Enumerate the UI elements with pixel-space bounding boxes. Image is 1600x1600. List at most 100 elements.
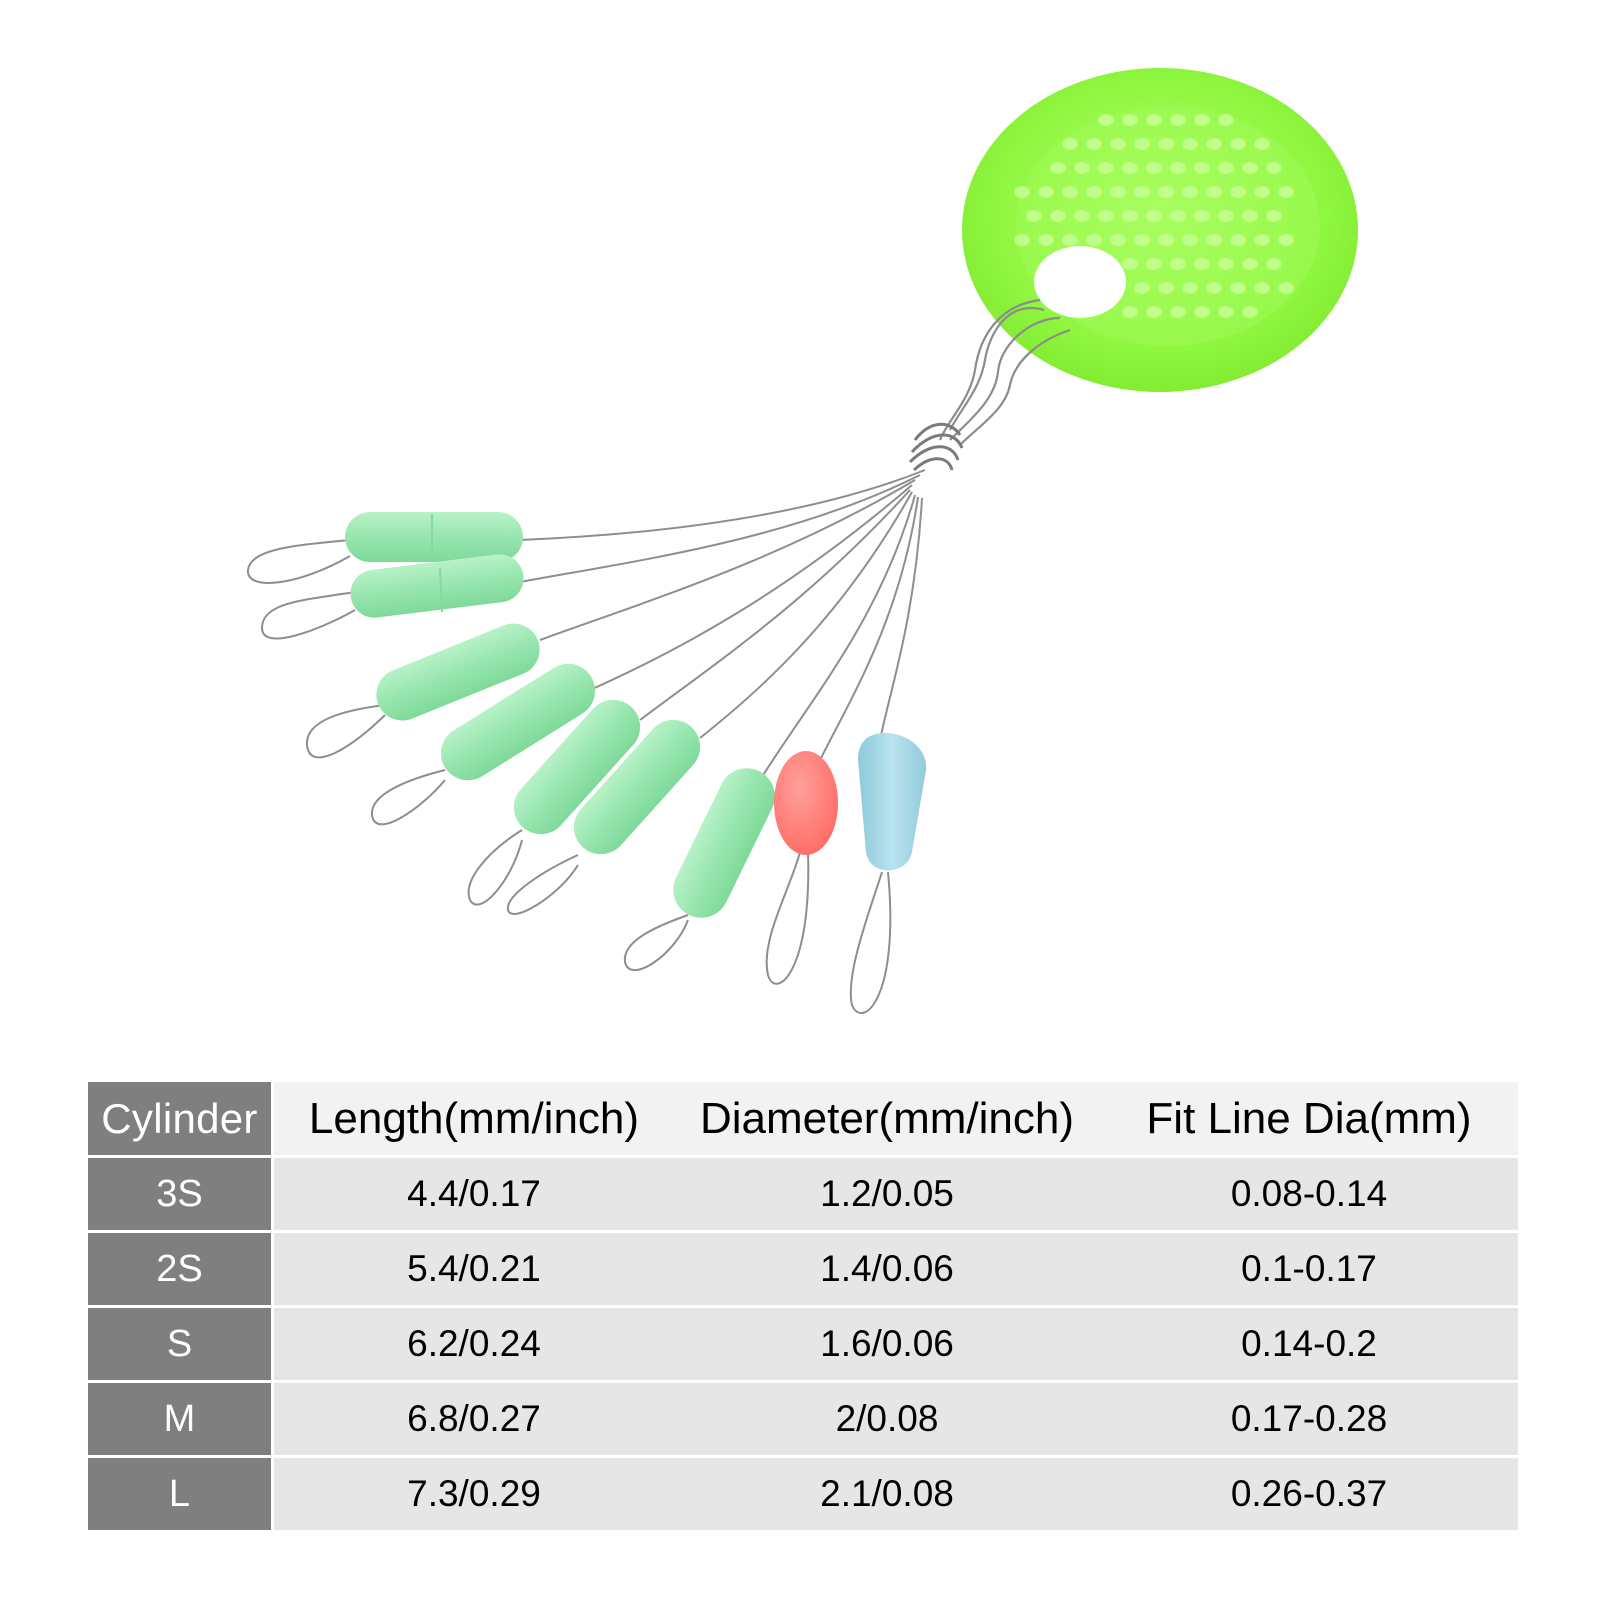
disc-dot [1218, 258, 1234, 270]
length-cell: 6.2/0.24 [274, 1308, 674, 1383]
length-cell: 7.3/0.29 [274, 1458, 674, 1530]
disc-dot [1086, 234, 1102, 246]
column-header-diameter: Diameter(mm/inch) [674, 1082, 1100, 1158]
disc-dot [1278, 186, 1294, 198]
disc-dot [1158, 186, 1174, 198]
disc-dot [1230, 138, 1246, 150]
diameter-cell: 2/0.08 [674, 1383, 1100, 1458]
disc-dot [1230, 186, 1246, 198]
wire-twist [908, 422, 964, 472]
fit-line-dia-cell: 0.26-0.37 [1100, 1458, 1518, 1530]
disc-dot [1074, 162, 1090, 174]
disc-dot [1242, 306, 1258, 318]
length-cell: 4.4/0.17 [274, 1158, 674, 1233]
disc-dot [1110, 138, 1126, 150]
disc-dot [1158, 282, 1174, 294]
disc-dot [1194, 162, 1210, 174]
diameter-cell: 1.6/0.06 [674, 1308, 1100, 1383]
holder-disc [962, 68, 1358, 392]
disc-dot [1122, 258, 1138, 270]
disc-dot [1182, 138, 1198, 150]
diameter-cell: 1.4/0.06 [674, 1233, 1100, 1308]
disc-dot [1218, 210, 1234, 222]
disc-dot [1266, 258, 1282, 270]
product-photo [246, 68, 1358, 1015]
disc-dot [1134, 138, 1150, 150]
disc-dot [1206, 138, 1222, 150]
disc-dot [1050, 162, 1066, 174]
disc-dot [1194, 210, 1210, 222]
disc-dot [1254, 138, 1270, 150]
row-size-label: M [88, 1383, 274, 1458]
disc-dot [1254, 282, 1270, 294]
disc-dot [1242, 210, 1258, 222]
disc-dot [1242, 258, 1258, 270]
disc-dot [1230, 234, 1246, 246]
disc-dot [1098, 114, 1114, 126]
disc-dot [1158, 234, 1174, 246]
column-header-cylinder: Cylinder [88, 1082, 274, 1158]
specification-table: Cylinder Length(mm/inch) Diameter(mm/inc… [88, 1082, 1518, 1530]
disc-dot [1038, 234, 1054, 246]
disc-dot [1170, 306, 1186, 318]
diameter-cell: 1.2/0.05 [674, 1158, 1100, 1233]
stopper-3s-b [260, 554, 524, 640]
disc-dot [1134, 282, 1150, 294]
disc-dot [1026, 210, 1042, 222]
stopper-m-a [467, 699, 641, 906]
disc-dot [1098, 162, 1114, 174]
disc-dot [1062, 234, 1078, 246]
table-row: S 6.2/0.24 1.6/0.06 0.14-0.2 [88, 1308, 1518, 1383]
disc-hole [1034, 246, 1126, 318]
stopper-m-b [506, 719, 701, 915]
disc-dot [1230, 282, 1246, 294]
column-header-length: Length(mm/inch) [274, 1082, 674, 1158]
disc-dot [1014, 234, 1030, 246]
disc-dot [1086, 138, 1102, 150]
disc-dot [1062, 186, 1078, 198]
oval-stopper [765, 751, 838, 985]
disc-dot [1206, 282, 1222, 294]
disc-dot [1146, 210, 1162, 222]
row-size-label: 2S [88, 1233, 274, 1308]
stopper-wires [519, 469, 926, 781]
disc-dot [1206, 186, 1222, 198]
disc-dot [1218, 306, 1234, 318]
disc-dot [1134, 234, 1150, 246]
disc-dot [1170, 258, 1186, 270]
disc-dot [1194, 306, 1210, 318]
table-row: L 7.3/0.29 2.1/0.08 0.26-0.37 [88, 1458, 1518, 1530]
length-cell: 5.4/0.21 [274, 1233, 674, 1308]
length-cell: 6.8/0.27 [274, 1383, 674, 1458]
disc-dot [1122, 114, 1138, 126]
disc-dot [1170, 114, 1186, 126]
fit-line-dia-cell: 0.14-0.2 [1100, 1308, 1518, 1383]
disc-dot [1182, 234, 1198, 246]
disc-dot [1146, 162, 1162, 174]
diameter-cell: 2.1/0.08 [674, 1458, 1100, 1530]
disc-dot [1278, 234, 1294, 246]
disc-dot [1194, 114, 1210, 126]
disc-dot [1122, 210, 1138, 222]
disc-dot [1122, 162, 1138, 174]
disc-dot [1110, 234, 1126, 246]
disc-dot [1218, 114, 1234, 126]
fit-line-dia-cell: 0.1-0.17 [1100, 1233, 1518, 1308]
fit-line-dia-cell: 0.17-0.28 [1100, 1383, 1518, 1458]
disc-dot [1182, 282, 1198, 294]
disc-dot [1218, 162, 1234, 174]
table-row: 2S 5.4/0.21 1.4/0.06 0.1-0.17 [88, 1233, 1518, 1308]
disc-dot [1170, 210, 1186, 222]
disc-dot [1266, 210, 1282, 222]
disc-dot [1110, 186, 1126, 198]
column-header-fit-line-dia: Fit Line Dia(mm) [1100, 1082, 1518, 1158]
disc-dot [1254, 234, 1270, 246]
disc-dot [1050, 210, 1066, 222]
disc-dot-texture [1014, 114, 1294, 318]
disc-dot [1134, 186, 1150, 198]
disc-dot [1146, 306, 1162, 318]
disc-dot [1206, 234, 1222, 246]
row-size-label: 3S [88, 1158, 274, 1233]
disc-dot [1098, 210, 1114, 222]
disc-dot [1074, 210, 1090, 222]
